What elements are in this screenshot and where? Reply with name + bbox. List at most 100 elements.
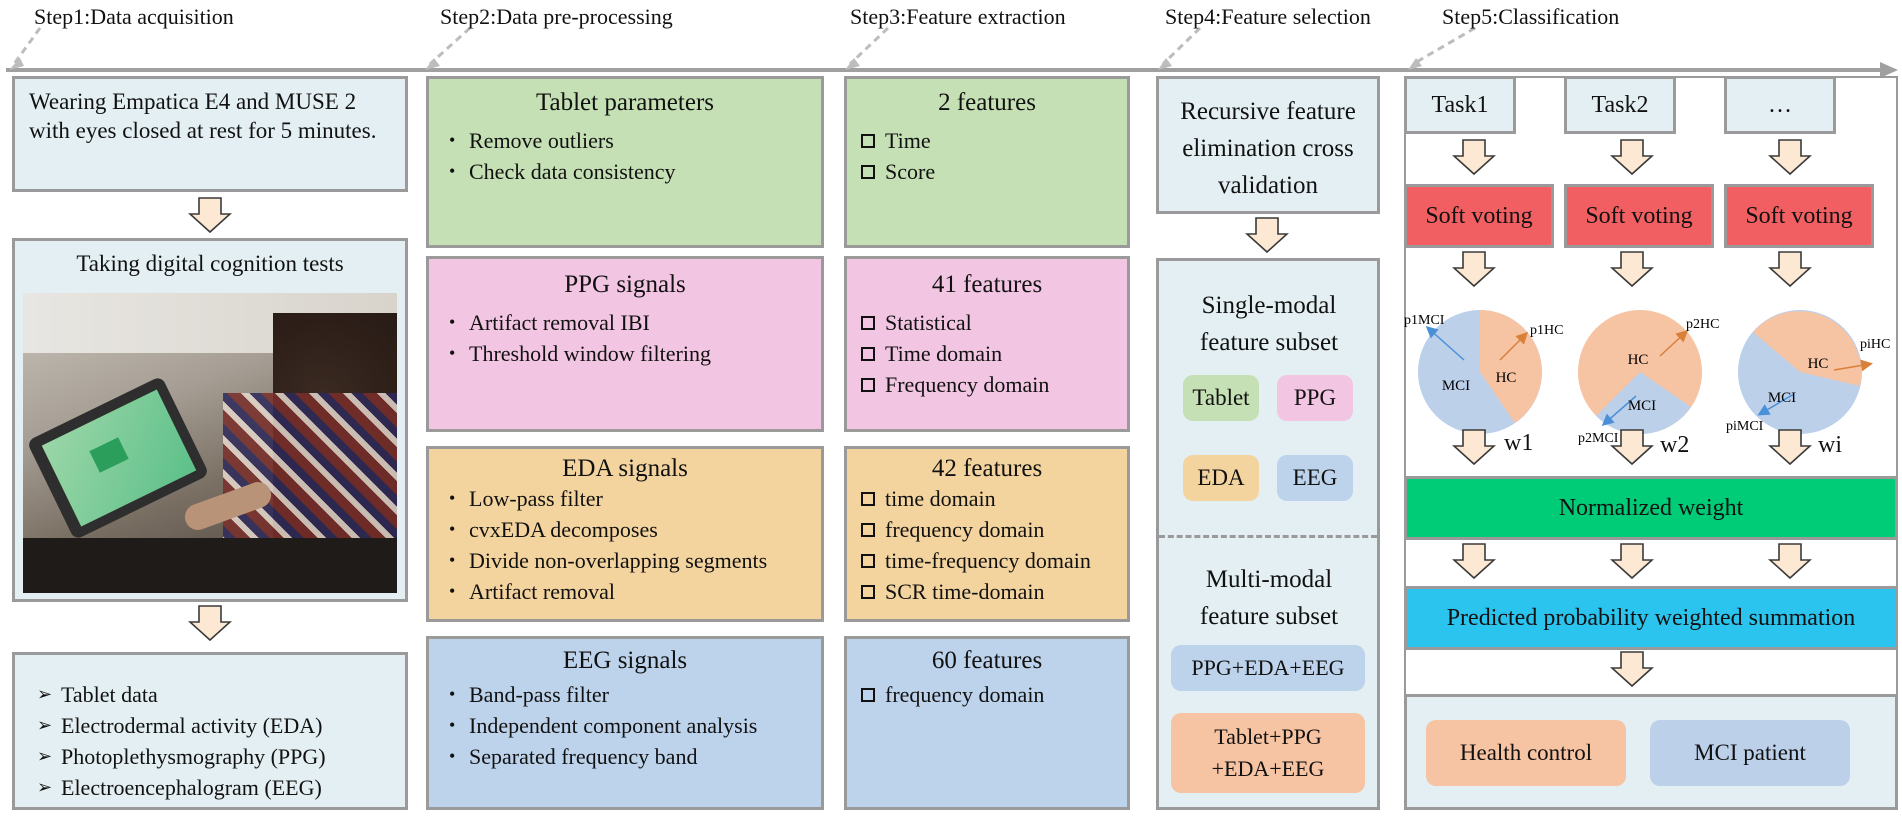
- weight-label: w2: [1660, 432, 1690, 458]
- list-item: Divide non-overlapping segments: [449, 545, 821, 576]
- box-title: EEG signals: [562, 647, 688, 674]
- down-arrow: [1452, 250, 1496, 288]
- taski-box: …: [1724, 76, 1836, 134]
- bullet-list: Remove outliers Check data consistency: [447, 125, 821, 187]
- list-item: time domain: [861, 483, 1127, 514]
- task1-box: Task1: [1404, 76, 1516, 134]
- down-arrow: [1610, 138, 1654, 176]
- multi-modal-title: Multi-modal feature subset: [1199, 566, 1339, 630]
- box-title: 2 features: [938, 89, 1036, 116]
- box-title: EDA signals: [562, 455, 688, 482]
- list-item: frequency domain: [861, 514, 1127, 545]
- health-control-chip: Health control: [1426, 720, 1626, 786]
- step2-label: Step2:Data pre-processing: [440, 4, 673, 29]
- mci-patient-chip: MCI patient: [1650, 720, 1850, 786]
- down-arrow: [1610, 250, 1654, 288]
- list-item: Time domain: [861, 338, 1127, 369]
- tablet-chip: Tablet: [1183, 375, 1259, 421]
- probability-pies: MCI HC p1MCI p1HC HC MCI p2MCI p2HC HC M…: [1404, 310, 1890, 446]
- checkbox-list: frequency domain: [847, 679, 1127, 710]
- down-arrow: [1245, 216, 1289, 254]
- normalized-weight-box: Normalized weight: [1404, 476, 1898, 540]
- list-item: Check data consistency: [449, 156, 821, 187]
- list-item: Artifact removal: [449, 576, 821, 607]
- checkbox-list: time domain frequency domain time-freque…: [847, 483, 1127, 607]
- step3-label: Step3:Feature extraction: [850, 4, 1066, 29]
- pie-pmci-label: piMCI: [1726, 419, 1764, 434]
- list-item: Remove outliers: [449, 125, 821, 156]
- pie-mci-label: MCI: [1768, 390, 1796, 406]
- eda-chip: EDA: [1183, 455, 1259, 501]
- ppg-chip: PPG: [1277, 375, 1353, 421]
- down-arrow: [1768, 138, 1812, 176]
- soft-voting-i: Soft voting: [1724, 184, 1874, 248]
- down-arrow: [188, 196, 232, 234]
- ppg-eda-eeg-chip: PPG+EDA+EEG: [1171, 645, 1365, 691]
- list-item: Score: [861, 156, 1127, 187]
- eeg-signals-box: EEG signals Band-pass filter Independent…: [426, 636, 824, 810]
- wearing-box: Wearing Empatica E4 and MUSE 2 with eyes…: [12, 76, 408, 192]
- pie-pmci-label: p2MCI: [1578, 431, 1619, 446]
- bullet-list: Artifact removal IBI Threshold window fi…: [447, 307, 821, 369]
- task2-box: Task2: [1564, 76, 1676, 134]
- pie-hc-label: HC: [1808, 356, 1829, 372]
- tablet-params-box: Tablet parameters Remove outliers Check …: [426, 76, 824, 248]
- pie-hc-label: HC: [1496, 370, 1517, 386]
- single-modal-title: Single-modal feature subset: [1199, 292, 1339, 356]
- tests-box: Taking digital cognition tests: [12, 238, 408, 602]
- pie-hc-label: HC: [1628, 352, 1649, 368]
- list-item: cvxEDA decomposes: [449, 514, 821, 545]
- step4-label: Step4:Feature selection: [1165, 4, 1371, 29]
- pie-phc-label: p1HC: [1530, 323, 1563, 338]
- feature-subset-box: Single-modal feature subset Tablet PPG E…: [1156, 258, 1380, 810]
- pie-mci-label: MCI: [1628, 398, 1656, 414]
- box-title: 42 features: [931, 455, 1043, 482]
- weighted-summation-box: Predicted probability weighted summation: [1404, 586, 1898, 650]
- list-item: Statistical: [861, 307, 1127, 338]
- list-item: Tablet data: [37, 679, 405, 710]
- down-arrow: [1452, 542, 1496, 580]
- pie-mci-label: MCI: [1442, 378, 1470, 394]
- eeg-features-box: 60 features frequency domain: [844, 636, 1130, 810]
- rfecv-box: Recursive feature elimination cross vali…: [1156, 76, 1380, 214]
- pie-pmci-label: p1MCI: [1404, 313, 1445, 328]
- down-arrow: [1452, 428, 1496, 466]
- list-item: Time: [861, 125, 1127, 156]
- down-arrow: [1768, 428, 1812, 466]
- down-arrow: [1610, 428, 1654, 466]
- list-item: Electrodermal activity (EDA): [37, 710, 405, 741]
- list-item: Band-pass filter: [449, 679, 821, 710]
- list-item: Separated frequency band: [449, 741, 821, 772]
- list-item: Frequency domain: [861, 369, 1127, 400]
- list-item: time-frequency domain: [861, 545, 1127, 576]
- pie-task1: MCI HC p1MCI p1HC: [1404, 310, 1563, 434]
- bullet-list: Band-pass filter Independent component a…: [447, 679, 821, 772]
- down-arrow: [188, 604, 232, 642]
- eda-features-box: 42 features time domain frequency domain…: [844, 446, 1130, 622]
- list-item: Low-pass filter: [449, 483, 821, 514]
- list-item: frequency domain: [861, 679, 1127, 710]
- checkbox-list: Statistical Time domain Frequency domain: [847, 307, 1127, 400]
- list-item: Electroencephalogram (EEG): [37, 772, 405, 803]
- step1-label: Step1:Data acquisition: [34, 4, 234, 29]
- dashed-divider: [1159, 535, 1377, 538]
- down-arrow: [1610, 650, 1654, 688]
- list-item: SCR time-domain: [861, 576, 1127, 607]
- eeg-chip: EEG: [1277, 455, 1353, 501]
- pie-phc-label: piHC: [1860, 337, 1890, 352]
- tablet-photo: [23, 293, 397, 593]
- box-title: PPG signals: [564, 271, 686, 298]
- pie-taski: HC MCI piMCI piHC: [1726, 310, 1890, 434]
- all-modal-chip: Tablet+PPG +EDA+EEG: [1171, 713, 1365, 793]
- bullet-list: Low-pass filter cvxEDA decomposes Divide…: [447, 483, 821, 607]
- rfecv-text: Recursive feature elimination cross vali…: [1180, 98, 1356, 199]
- data-types-list: Tablet data Electrodermal activity (EDA)…: [15, 679, 405, 803]
- ppg-signals-box: PPG signals Artifact removal IBI Thresho…: [426, 256, 824, 432]
- weight-label: w1: [1504, 430, 1534, 456]
- down-arrow: [1610, 542, 1654, 580]
- tests-title: Taking digital cognition tests: [76, 251, 344, 276]
- data-types-box: Tablet data Electrodermal activity (EDA)…: [12, 652, 408, 810]
- eda-signals-box: EDA signals Low-pass filter cvxEDA decom…: [426, 446, 824, 622]
- ppg-features-box: 41 features Statistical Time domain Freq…: [844, 256, 1130, 432]
- down-arrow: [1452, 138, 1496, 176]
